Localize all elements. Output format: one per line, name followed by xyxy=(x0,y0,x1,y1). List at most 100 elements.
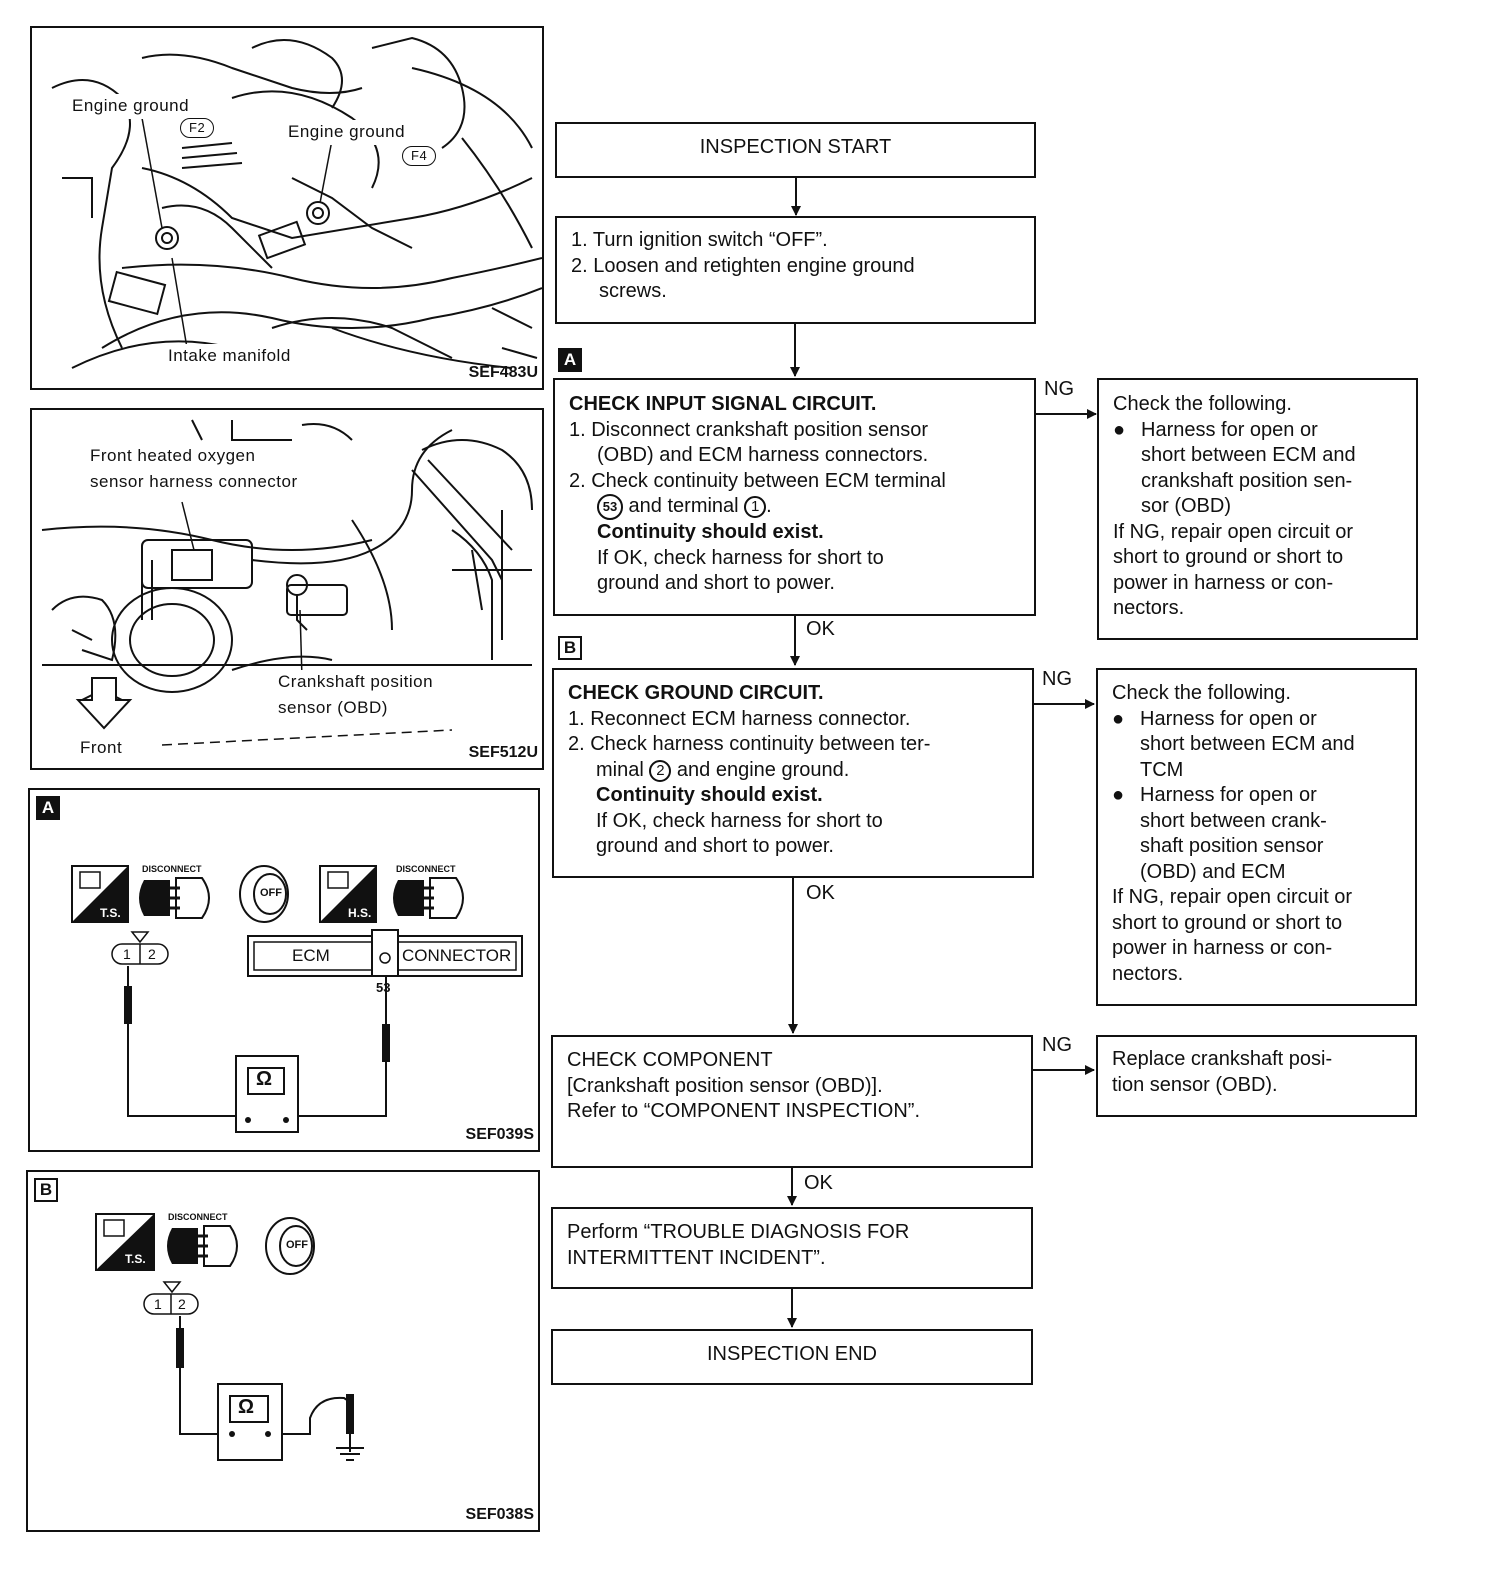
bullet-line: Harness for open or xyxy=(1140,784,1317,806)
box-line: Replace crankshaft posi- xyxy=(1112,1048,1333,1070)
replace-sensor-box: Replace crankshaft posi- tion sensor (OB… xyxy=(1096,1035,1417,1117)
sensor-location-illustration xyxy=(41,419,533,746)
connector-label: CONNECTOR xyxy=(402,946,512,965)
engine-ground-illustration xyxy=(51,36,542,369)
step-turn-off-ignition-box: 1. Turn ignition switch “OFF”. 2. Loosen… xyxy=(555,216,1036,324)
terminal-53-label: 53 xyxy=(376,980,391,995)
ignition-off-icon xyxy=(239,865,289,923)
figure-input-signal-check: A xyxy=(28,788,540,1152)
step-text: minal xyxy=(596,758,650,781)
step-line: Continuity should exist. xyxy=(597,521,824,543)
ok-label-a: OK xyxy=(806,618,835,640)
box-line: power in harness or con- xyxy=(1112,937,1333,959)
disconnect-icon xyxy=(167,1225,238,1267)
step-line: If OK, check harness for short to xyxy=(597,546,884,569)
input-signal-wiring-diagram xyxy=(71,865,523,1133)
step-line: screws. xyxy=(599,280,667,302)
flow-tag-a: A xyxy=(558,348,582,372)
box-line: Perform “TROUBLE DIAGNOSIS FOR xyxy=(567,1221,910,1243)
check-input-signal-circuit-box: CHECK INPUT SIGNAL CIRCUIT. 1. Disconnec… xyxy=(553,378,1036,616)
check-component-box: CHECK COMPONENT [Crankshaft position sen… xyxy=(551,1035,1033,1168)
disconnect-icon xyxy=(139,877,210,919)
box-line: nectors. xyxy=(1112,962,1184,985)
ts-icon xyxy=(71,865,129,923)
label-front: Front xyxy=(80,738,123,757)
box-line: Check the following. xyxy=(1112,682,1291,704)
step-line: 1. Disconnect crankshaft position sensor xyxy=(569,418,929,441)
bullet-dot-icon: ● xyxy=(1112,784,1125,806)
bullet-line: short between crank- xyxy=(1140,809,1327,832)
bullet-line: Harness for open or xyxy=(1141,418,1318,441)
label-engine-ground-f2: Engine ground xyxy=(72,94,190,119)
flow-tag-b: B xyxy=(558,636,582,660)
figure-crankshaft-sensor-location: Front heated oxygen sensor harness conne… xyxy=(30,408,544,770)
bullet-line: shaft position sensor xyxy=(1140,835,1324,857)
disconnect-icon xyxy=(393,877,464,919)
step-line: ground and short to power. xyxy=(597,572,835,594)
step-line: minal 2 and engine ground. xyxy=(568,758,1020,784)
step-line: (OBD) and ECM harness connectors. xyxy=(597,444,929,466)
terminal-53-marker: 53 xyxy=(597,494,623,520)
figure-tag-b: B xyxy=(34,1178,58,1202)
ignition-off-icon xyxy=(265,1217,315,1275)
box-line: tion sensor (OBD). xyxy=(1112,1073,1278,1096)
ok-label-c: OK xyxy=(804,1172,833,1194)
step-line: Continuity should exist. xyxy=(596,784,823,806)
bullet-line: Harness for open or xyxy=(1140,707,1317,730)
ecm-label: ECM xyxy=(292,946,330,965)
label-f2: F2 xyxy=(180,118,215,138)
disconnect-label: DISCONNECT xyxy=(168,1212,228,1222)
ng-label-a: NG xyxy=(1044,378,1074,400)
off-label: OFF xyxy=(260,887,282,899)
label-front-heated-oxygen: Front heated oxygen xyxy=(90,444,256,469)
ng-label-c: NG xyxy=(1042,1034,1072,1056)
box-line: CHECK COMPONENT xyxy=(567,1049,773,1071)
figure-ground-circuit-check: B T.S. DISCONNECT OFF 1 xyxy=(26,1170,540,1532)
box-title: CHECK INPUT SIGNAL CIRCUIT. xyxy=(569,393,877,415)
pin-1-label: 1 xyxy=(154,1296,162,1312)
box-line: nectors. xyxy=(1113,597,1185,619)
check-ground-circuit-box: CHECK GROUND CIRCUIT. 1. Reconnect ECM h… xyxy=(552,668,1034,878)
figure-code-sef483u: SEF483U xyxy=(468,364,538,381)
ohm-symbol: Ω xyxy=(256,1068,273,1090)
bullet-dot-icon: ● xyxy=(1113,418,1126,441)
step-line: ground and short to power. xyxy=(596,835,834,857)
step-line: 1. Reconnect ECM harness connector. xyxy=(568,707,911,730)
bullet-item: ● Harness for open or short between cran… xyxy=(1112,783,1403,885)
label-sensor-obd: sensor (OBD) xyxy=(278,696,388,721)
pin-2-label: 2 xyxy=(148,946,156,962)
bullet-line: short between ECM and xyxy=(1141,444,1356,466)
hs-label: H.S. xyxy=(348,906,372,920)
figure-code-sef038s: SEF038S xyxy=(465,1506,534,1523)
disconnect-label: DISCONNECT xyxy=(396,864,456,874)
label-engine-ground-f4: Engine ground xyxy=(288,120,406,145)
box-line: INTERMITTENT INCIDENT”. xyxy=(567,1246,826,1269)
box-line: [Crankshaft position sensor (OBD)]. xyxy=(567,1074,883,1097)
ng-label-b: NG xyxy=(1042,668,1072,690)
step-line: 2. Loosen and retighten engine ground xyxy=(571,254,915,277)
box-title: CHECK GROUND CIRCUIT. xyxy=(568,682,824,704)
ts-icon xyxy=(95,1213,155,1271)
step-line: 1. Turn ignition switch “OFF”. xyxy=(571,229,828,251)
step-line: 2. Check harness continuity between ter- xyxy=(568,733,931,755)
figure-code-sef512u: SEF512U xyxy=(468,744,538,761)
bullet-line: short between ECM and xyxy=(1140,733,1355,755)
box-line: If NG, repair open circuit or xyxy=(1112,886,1353,908)
step-line: 2. Check continuity between ECM terminal xyxy=(569,469,946,492)
box-line: short to ground or short to xyxy=(1113,546,1344,568)
bullet-line: sor (OBD) xyxy=(1141,495,1231,517)
box-line: power in harness or con- xyxy=(1113,571,1334,594)
ng-input-signal-box: Check the following. ● Harness for open … xyxy=(1097,378,1418,640)
inspection-end-box: INSPECTION END xyxy=(551,1329,1033,1385)
perform-trouble-diagnosis-box: Perform “TROUBLE DIAGNOSIS FOR INTERMITT… xyxy=(551,1207,1033,1289)
ohm-symbol: Ω xyxy=(238,1396,255,1418)
step-text: and terminal xyxy=(623,495,745,517)
ts-label: T.S. xyxy=(125,1252,146,1266)
step-line: If OK, check harness for short to xyxy=(596,809,883,832)
figure-tag-a: A xyxy=(36,796,60,820)
ng-ground-circuit-box: Check the following. ● Harness for open … xyxy=(1096,668,1417,1006)
pin-1-label: 1 xyxy=(123,946,131,962)
label-sensor-harness-connector: sensor harness connector xyxy=(90,470,298,495)
inspection-start-box: INSPECTION START xyxy=(555,122,1036,178)
